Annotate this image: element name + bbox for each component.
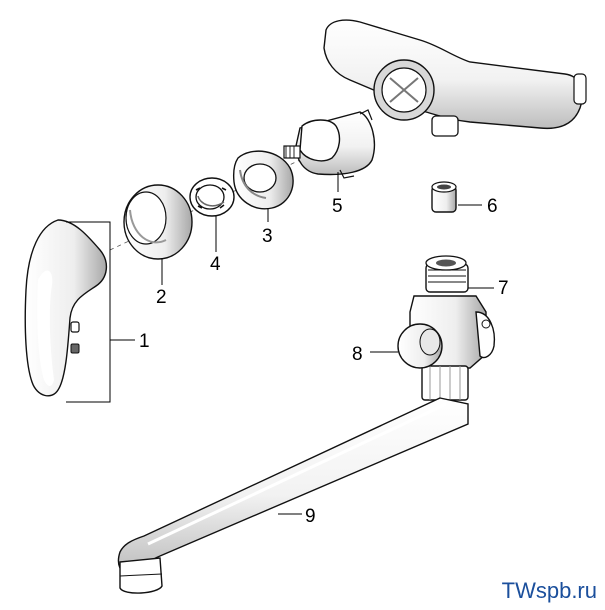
part-number-1: 1 xyxy=(139,331,150,352)
part-number-9: 9 xyxy=(305,506,316,527)
swivel-spout xyxy=(117,397,469,594)
cartridge xyxy=(283,109,376,179)
mixer-body xyxy=(323,19,587,137)
part-number-6: 6 xyxy=(487,196,498,217)
part-number-7: 7 xyxy=(498,278,509,299)
decorative-cap xyxy=(123,184,193,260)
lock-ring xyxy=(189,177,235,217)
part-number-8: 8 xyxy=(352,344,363,365)
diverter-knob xyxy=(397,323,443,369)
lever-handle xyxy=(24,219,107,397)
part-number-2: 2 xyxy=(156,287,167,308)
part-number-3: 3 xyxy=(262,226,273,247)
part-number-4: 4 xyxy=(210,254,221,275)
watermark: TWspb.ru xyxy=(501,578,597,603)
filter-insert xyxy=(431,181,457,213)
handle-screw-hole-bottom xyxy=(70,343,80,354)
leader-1 xyxy=(66,221,135,403)
part-number-5: 5 xyxy=(332,196,343,217)
clamping-nut xyxy=(232,150,294,210)
handle-screw-hole-top xyxy=(70,321,80,333)
